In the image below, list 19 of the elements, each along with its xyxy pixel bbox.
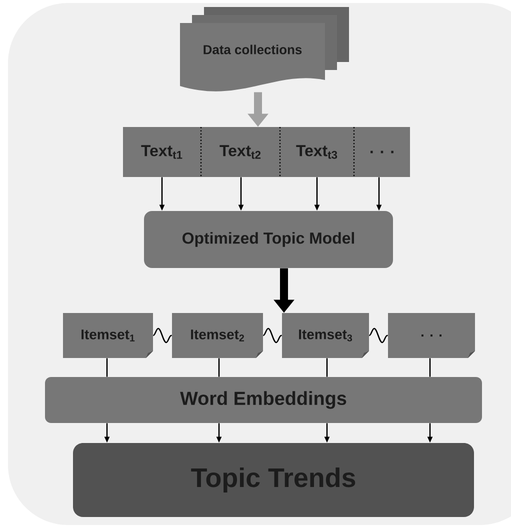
- connector-line: [326, 358, 328, 377]
- connector-line: [218, 358, 220, 377]
- itemset-box: Itemset$_{2}$: [172, 313, 263, 358]
- document-stack: Data collections: [180, 7, 349, 92]
- process-box: Optimized Topic Model: [144, 211, 393, 268]
- wavy-connector: [152, 328, 172, 344]
- wavy-connector: [368, 328, 388, 344]
- connector-line: [106, 358, 108, 377]
- itemset-box: Itemset$_{3}$: [282, 313, 369, 358]
- text-cell: . . .: [370, 150, 394, 154]
- text-cell: Text$_{t1}$: [141, 145, 182, 159]
- process-box: Word Embeddings: [45, 377, 482, 423]
- itemset-box: . . .: [388, 313, 475, 358]
- itemset-box: Itemset$_{1}$: [63, 313, 153, 358]
- connector-line: [429, 358, 431, 377]
- text-cell: Text$_{t2}$: [220, 145, 261, 159]
- text-cell: Text$_{t3}$: [296, 145, 338, 159]
- text-bar: [123, 127, 410, 177]
- wavy-connector: [262, 328, 282, 344]
